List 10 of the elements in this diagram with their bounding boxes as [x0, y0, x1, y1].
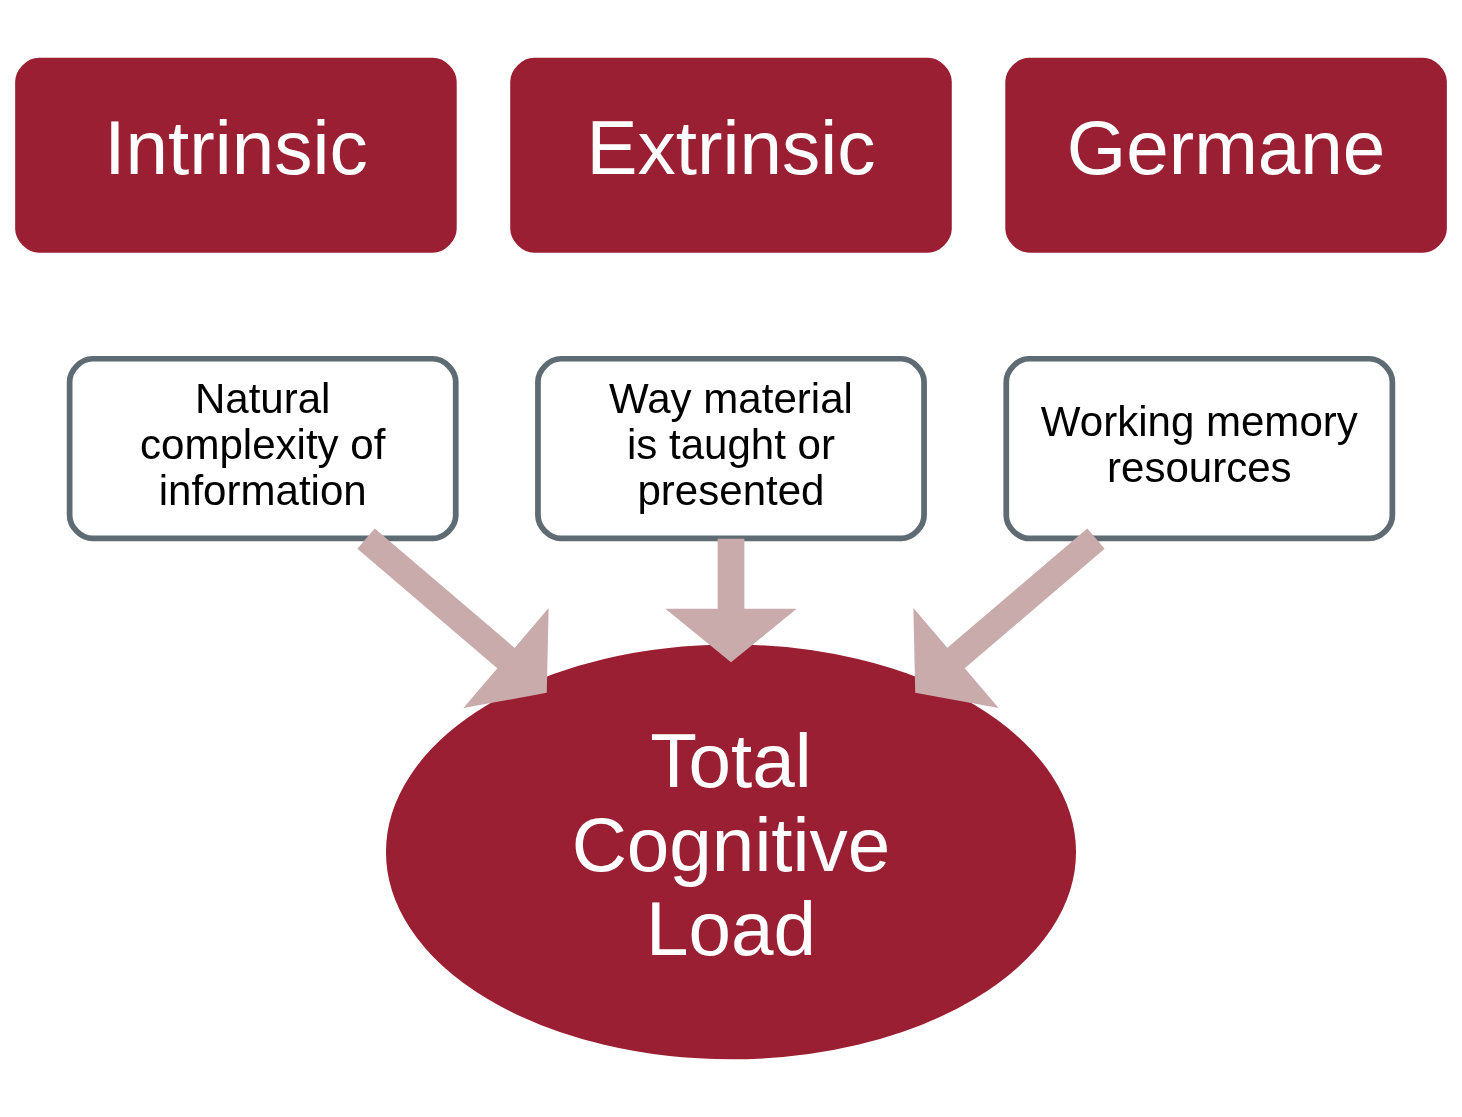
node-box: Intrinsic: [15, 57, 457, 253]
node-box: Way material is taught or presented: [535, 355, 927, 542]
node-box: Extrinsic: [510, 57, 952, 253]
arrow: [357, 528, 549, 709]
node-box: Natural complexity of information: [66, 355, 459, 542]
node-box: Working memory resources: [1003, 355, 1396, 542]
arrow: [913, 528, 1105, 709]
node-box: Germane: [1005, 57, 1447, 253]
node-ellipse: Total Cognitive Load: [385, 644, 1077, 1060]
arrow: [665, 538, 797, 663]
